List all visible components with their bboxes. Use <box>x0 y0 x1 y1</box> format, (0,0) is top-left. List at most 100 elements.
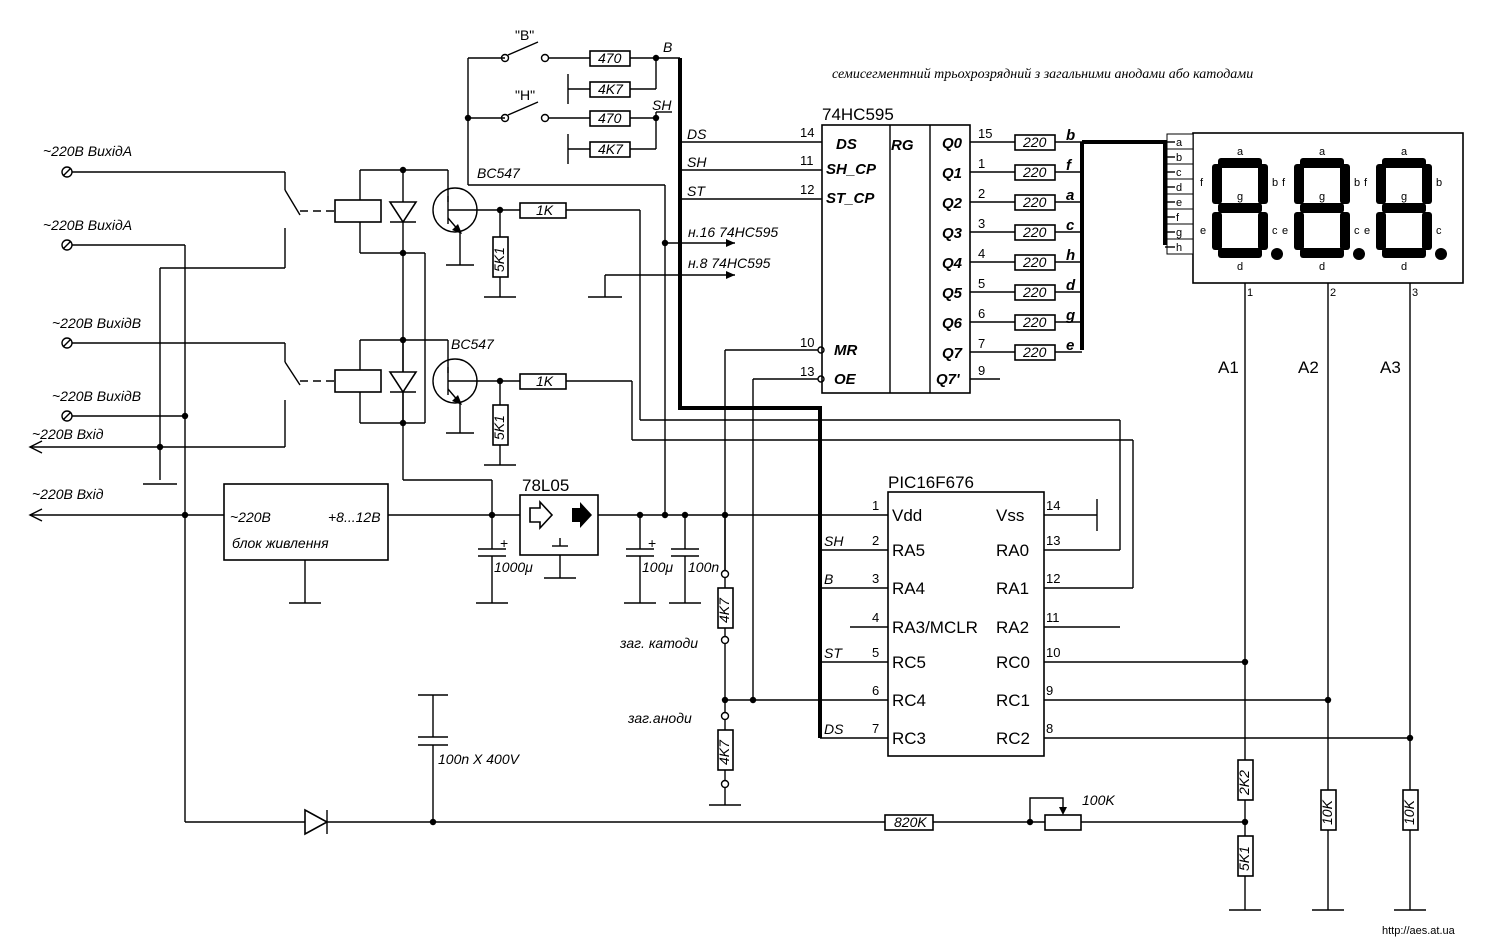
pic-rc0: RC0 <box>996 653 1030 672</box>
seg-resistor-label: 220 <box>1022 164 1047 180</box>
pic-net-ds: DS <box>824 721 844 737</box>
digit-2-label-c: c <box>1436 225 1442 237</box>
pic-rc2: RC2 <box>996 729 1030 748</box>
out-a2-label: ~220В ВихідА <box>43 217 132 233</box>
q1-label: BC547 <box>477 165 521 181</box>
digit-0-label-f: f <box>1200 177 1204 189</box>
ic595-stcp: ST_CP <box>826 190 875 207</box>
pic-pin3: 3 <box>872 571 879 586</box>
seg-net-e: e <box>1066 337 1074 354</box>
pic-net-b: B <box>824 571 833 587</box>
ic595-ds-net: DS <box>687 126 707 142</box>
r4k7-c-label: 4K7 <box>716 597 732 623</box>
net-b-label: B <box>663 39 672 55</box>
digit-2-label-d: d <box>1401 261 1407 273</box>
ic595-name: 74HC595 <box>822 105 894 124</box>
anode-resistors: 2K2 5K1 10K 10K <box>1229 759 1426 911</box>
ic595-st-net: ST <box>687 183 706 199</box>
ic595-q3: Q3 <box>942 225 963 242</box>
ic595-pin13: 13 <box>800 364 814 379</box>
r1k-a-label: 1K <box>536 202 554 218</box>
digit-2-label-a: a <box>1401 146 1408 158</box>
ic595-pin10: 10 <box>800 335 814 350</box>
ic595-q3-num: 3 <box>978 216 985 231</box>
psu-label: блок живлення <box>232 535 329 551</box>
seg-resistor-label: 220 <box>1022 194 1047 210</box>
ic595-q5: Q5 <box>942 285 963 302</box>
digit-1-label-g: g <box>1319 191 1325 203</box>
c100u-label: 100μ <box>642 559 673 575</box>
digit-2-label-g: g <box>1401 191 1407 203</box>
r4k7-b-label: 4K7 <box>598 141 624 157</box>
digit-2-label-e: e <box>1364 225 1370 237</box>
r1k-b-label: 1K <box>536 373 554 389</box>
disp-letter-f: f <box>1176 212 1180 224</box>
disp-pin2: 2 <box>1330 287 1336 299</box>
seg-resistor-label: 220 <box>1022 254 1047 270</box>
in1-label: ~220В Вхід <box>32 426 104 442</box>
watermark: http://aes.at.ua <box>1382 925 1456 937</box>
seg-net-g: g <box>1065 307 1075 324</box>
seg-resistor-label: 220 <box>1022 344 1047 360</box>
seg-resistor-label: 220 <box>1022 284 1047 300</box>
ic595-q4-num: 4 <box>978 246 985 261</box>
digit-1-label-a: a <box>1319 146 1326 158</box>
relay-section: ~220В ВихідА ~220В ВихідА ~220В ВихідВ ~… <box>28 143 1134 589</box>
r5k1-a-label: 5K1 <box>491 247 507 272</box>
r5k1-b-label: 5K1 <box>491 415 507 440</box>
ic595-ds: DS <box>836 136 857 153</box>
seg-resistor-label: 220 <box>1022 134 1047 150</box>
ic-pic16f676: PIC16F676 1Vdd2RA5SH3RA4B4RA3/MCLR5RC5ST… <box>820 473 1414 757</box>
ic595-sh-net: SH <box>687 154 707 170</box>
anode-a2: A2 <box>1298 358 1319 377</box>
pic-pin11: 11 <box>1046 610 1060 625</box>
diagram-title: семисегментний трьохрозрядний з загальни… <box>832 67 1253 82</box>
digit-2-label-b: b <box>1436 177 1442 189</box>
r820k-label: 820K <box>894 814 927 830</box>
out-b2-label: ~220В ВихідВ <box>52 388 141 404</box>
ic595-q7: Q7 <box>942 345 963 362</box>
pic-pin1: 1 <box>872 498 879 513</box>
r5k1-c-label: 5K1 <box>1236 846 1252 871</box>
note-pin16: н.16 74HC595 <box>688 224 778 240</box>
ic595-q2: Q2 <box>942 195 963 212</box>
r10k-b-label: 10K <box>1401 799 1417 825</box>
pic-pin6: 6 <box>872 683 879 698</box>
pic-rc1: RC1 <box>996 691 1030 710</box>
switch-b-label: "В" <box>515 27 534 43</box>
c100n-label: 100n <box>688 559 719 575</box>
pic-pins: 1Vdd2RA5SH3RA4B4RA3/MCLR5RC5ST6RC47RC3DS… <box>820 498 1060 748</box>
jumper-cathode: заг. катоди <box>619 635 698 651</box>
ic595-pin12: 12 <box>800 182 814 197</box>
switch-h-label: "Н" <box>515 87 535 103</box>
out-a1-label: ~220В ВихідА <box>43 143 132 159</box>
ic-74hc595: 74HC595 RG DS 14 DS SH 11 SH_CP ST 12 ST… <box>588 105 1082 700</box>
ic595-q1-num: 1 <box>978 156 985 171</box>
seg-net-f: f <box>1066 157 1073 174</box>
disp-letter-a: a <box>1176 137 1183 149</box>
pic-pin14: 14 <box>1046 498 1060 513</box>
pic-vss: Vss <box>996 506 1024 525</box>
digit-0-label-b: b <box>1272 177 1278 189</box>
switch-section: "В" 470 4K7 B "Н" 470 4K7 SH <box>464 27 680 515</box>
digit-0-label-a: a <box>1237 146 1244 158</box>
seg-resistor-label: 220 <box>1022 224 1047 240</box>
disp-letter-g: g <box>1176 227 1182 239</box>
signal-bus <box>678 58 822 738</box>
pic-ra4: RA4 <box>892 579 925 598</box>
out-b1-label: ~220В ВихідВ <box>52 315 141 331</box>
ic595-pin11: 11 <box>800 153 814 168</box>
pic-pin4: 4 <box>872 610 879 625</box>
disp-letter-b: b <box>1176 152 1182 164</box>
ic595-q6: Q6 <box>942 315 963 332</box>
jumper-anode: заг.аноди <box>627 710 692 726</box>
ic595-q7-num: 7 <box>978 336 985 351</box>
r2k2-label: 2K2 <box>1236 770 1252 796</box>
c1000-label: 1000μ <box>494 559 533 575</box>
ic595-shcp: SH_CP <box>826 161 877 178</box>
r4k7-d-label: 4K7 <box>716 739 732 765</box>
r100k-label: 100K <box>1082 792 1115 808</box>
